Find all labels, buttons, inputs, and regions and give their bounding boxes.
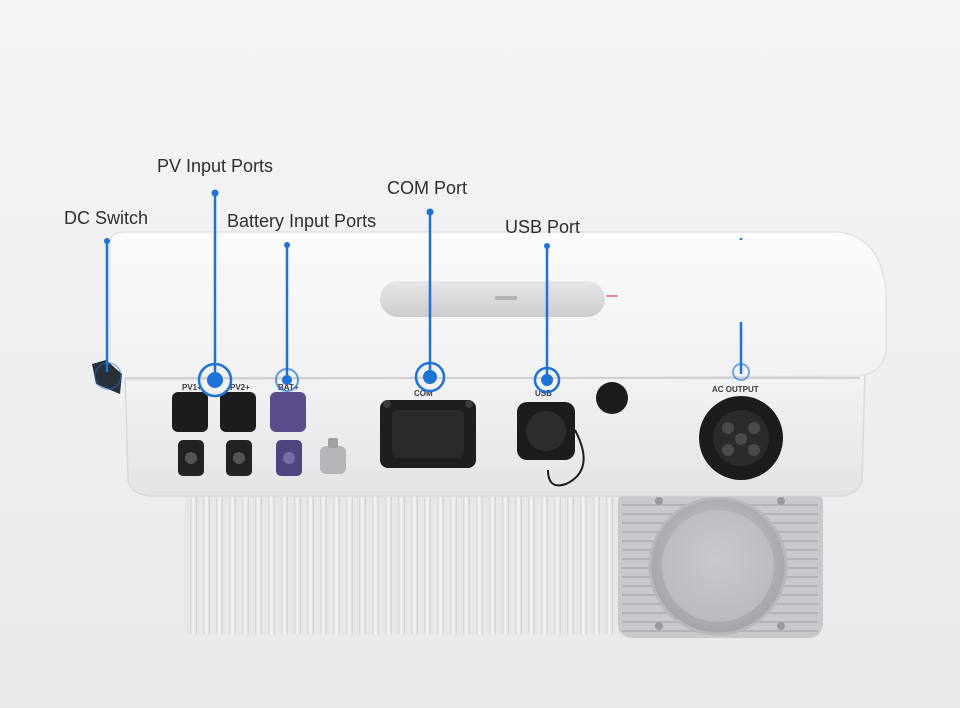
heat-sink-fin	[580, 496, 587, 634]
heat-sink-fin	[346, 496, 353, 634]
heat-sink-fin	[411, 496, 418, 634]
heat-sink-fin	[307, 496, 314, 634]
heat-sink-fin	[398, 496, 405, 634]
heat-sink-fin	[229, 496, 236, 634]
battery-input-callout: Battery Input Ports	[227, 211, 377, 231]
heat-sink-fin	[450, 496, 457, 634]
pressure-valve	[320, 438, 346, 474]
com-port[interactable]	[380, 400, 476, 468]
heat-sink-fin	[294, 496, 301, 634]
usb-port-callout: USB Port	[505, 217, 581, 237]
pv-input-callout: PV Input Ports	[157, 156, 274, 176]
heat-sink-fin	[476, 496, 483, 634]
heat-sink-fin	[463, 496, 470, 634]
usb-port[interactable]	[517, 402, 585, 487]
heat-sink-fin	[242, 496, 249, 634]
heat-sink-fin	[528, 496, 535, 634]
callout-lines	[105, 193, 743, 378]
ac-output-label: AC OUTPUT	[712, 385, 759, 394]
heat-sink-fin	[320, 496, 327, 634]
heat-sink-fin	[255, 496, 262, 634]
pv1-port-label: PV1+	[182, 383, 202, 392]
heat-sink-fin	[372, 496, 379, 634]
heat-sink-fin	[541, 496, 548, 634]
heat-sink-fin	[359, 496, 366, 634]
heat-sink-fin	[515, 496, 522, 634]
heat-sink-fin	[554, 496, 561, 634]
heat-sink	[185, 495, 630, 635]
com-port-label: COM	[414, 389, 433, 398]
heat-sink-fin	[268, 496, 275, 634]
heat-sink-fin	[385, 496, 392, 634]
sealing-cap	[596, 382, 628, 414]
display-panel	[380, 281, 605, 317]
battery-input-ports[interactable]	[270, 392, 306, 476]
callout-markers	[197, 361, 750, 398]
heat-sink-fin	[333, 496, 340, 634]
heat-sink-fin	[606, 496, 613, 634]
bat-port-label: BAT+	[278, 383, 299, 392]
heat-sink-fin	[424, 496, 431, 634]
cooling-fan	[618, 488, 823, 638]
heat-sink-fin	[567, 496, 574, 634]
heat-sink-fin	[281, 496, 288, 634]
callout-dots	[104, 189, 550, 249]
heat-sink-fin	[502, 496, 509, 634]
heat-sink-fin	[593, 496, 600, 634]
usb-port-label: USB	[535, 389, 552, 398]
heat-sink-fin	[489, 496, 496, 634]
com-port-callout: COM Port	[387, 178, 468, 198]
inverter-body	[109, 231, 887, 497]
dc-switch-callout: DC Switch	[64, 208, 149, 228]
ac-output-port[interactable]	[699, 396, 783, 480]
heat-sink-fin	[203, 496, 210, 634]
heat-sink-fin	[437, 496, 444, 634]
pv2-port-label: PV2+	[230, 383, 250, 392]
heat-sink-fin	[216, 496, 223, 634]
pv-input-ports[interactable]	[172, 392, 256, 476]
heat-sink-fin	[190, 496, 197, 634]
